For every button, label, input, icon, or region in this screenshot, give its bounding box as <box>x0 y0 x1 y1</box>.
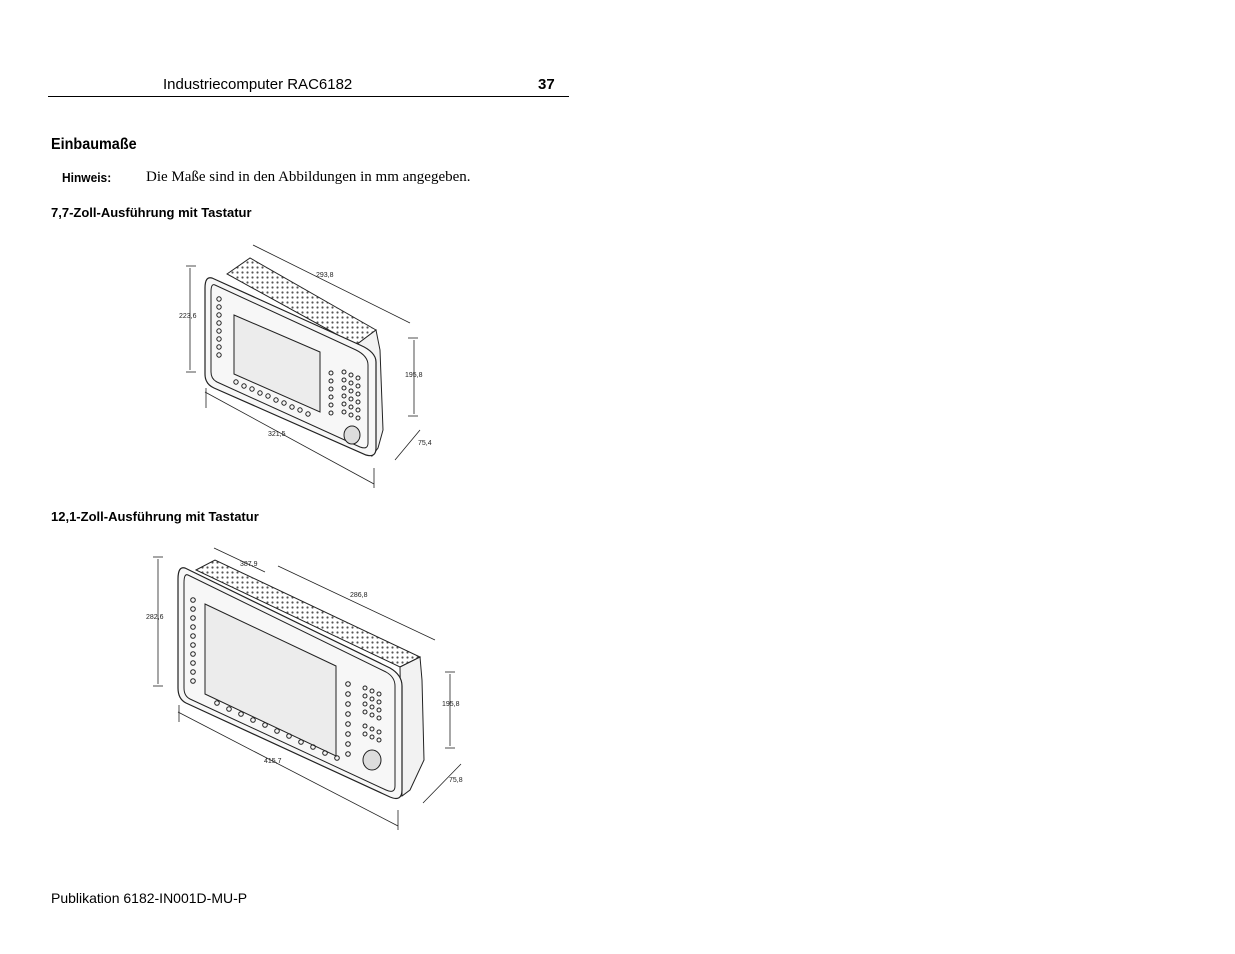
figure-1-screen <box>233 314 321 413</box>
header-rule <box>48 96 569 97</box>
figure-1-dim-height: 223,6 <box>179 313 197 320</box>
figure-1-caption: 7,7-Zoll-Ausführung mit Tastatur <box>51 205 252 220</box>
figure-1-dimension-lines <box>186 244 421 488</box>
note-label: Hinweis: <box>62 170 112 185</box>
figure-2-dim-height: 282,6 <box>146 614 164 621</box>
figure-2-dimension-lines <box>153 547 462 830</box>
page-number: 37 <box>538 76 555 93</box>
figure-2-dim-top-a: 387,9 <box>240 561 258 568</box>
figure-1-drawing <box>186 244 421 488</box>
running-title: Industriecomputer RAC6182 <box>163 76 353 93</box>
figure-2-dim-depth: 75,8 <box>449 777 463 784</box>
figure-1-dimension-labels: 293,8 223,6 195,8 321,5 75,4 <box>179 272 432 447</box>
figure-1-dim-depth: 75,4 <box>418 440 432 447</box>
figure-2-dim-top-b: 286,8 <box>350 592 368 599</box>
figure-2-left-keys <box>190 597 196 684</box>
section-title: Einbaumaße <box>51 136 137 153</box>
figure-2-right-keys <box>345 681 351 757</box>
figure-1-bottom-keys <box>233 379 311 417</box>
figure-2-bezel-inner <box>183 574 396 792</box>
figure-1-dim-depth-top: 293,8 <box>316 272 334 279</box>
figure-1-left-keys <box>216 296 222 358</box>
figure-2-dimension-labels: 387,9 286,8 282,6 195,8 415,7 75,8 <box>146 561 463 784</box>
footer-publication: Publikation 6182-IN001D-MU-P <box>51 890 248 906</box>
figure-2-caption: 12,1-Zoll-Ausführung mit Tastatur <box>51 509 259 524</box>
figure-2-side-housing <box>399 656 425 797</box>
figure-1-keypad <box>328 369 361 445</box>
note-text: Die Maße sind in den Abbildungen in mm a… <box>146 169 471 185</box>
figure-1-bezel-inner <box>210 284 369 449</box>
figure-2-dim-width: 415,7 <box>264 758 282 765</box>
figure-1-dim-width: 321,5 <box>268 431 286 438</box>
figure-2-bottom-keys <box>214 700 340 761</box>
figure-1-dim-cutout-height: 195,8 <box>405 372 423 379</box>
figure-2-dim-cutout-height: 195,8 <box>442 701 460 708</box>
figure-2-keypad <box>362 685 382 771</box>
figure-2-drawing <box>153 547 462 830</box>
